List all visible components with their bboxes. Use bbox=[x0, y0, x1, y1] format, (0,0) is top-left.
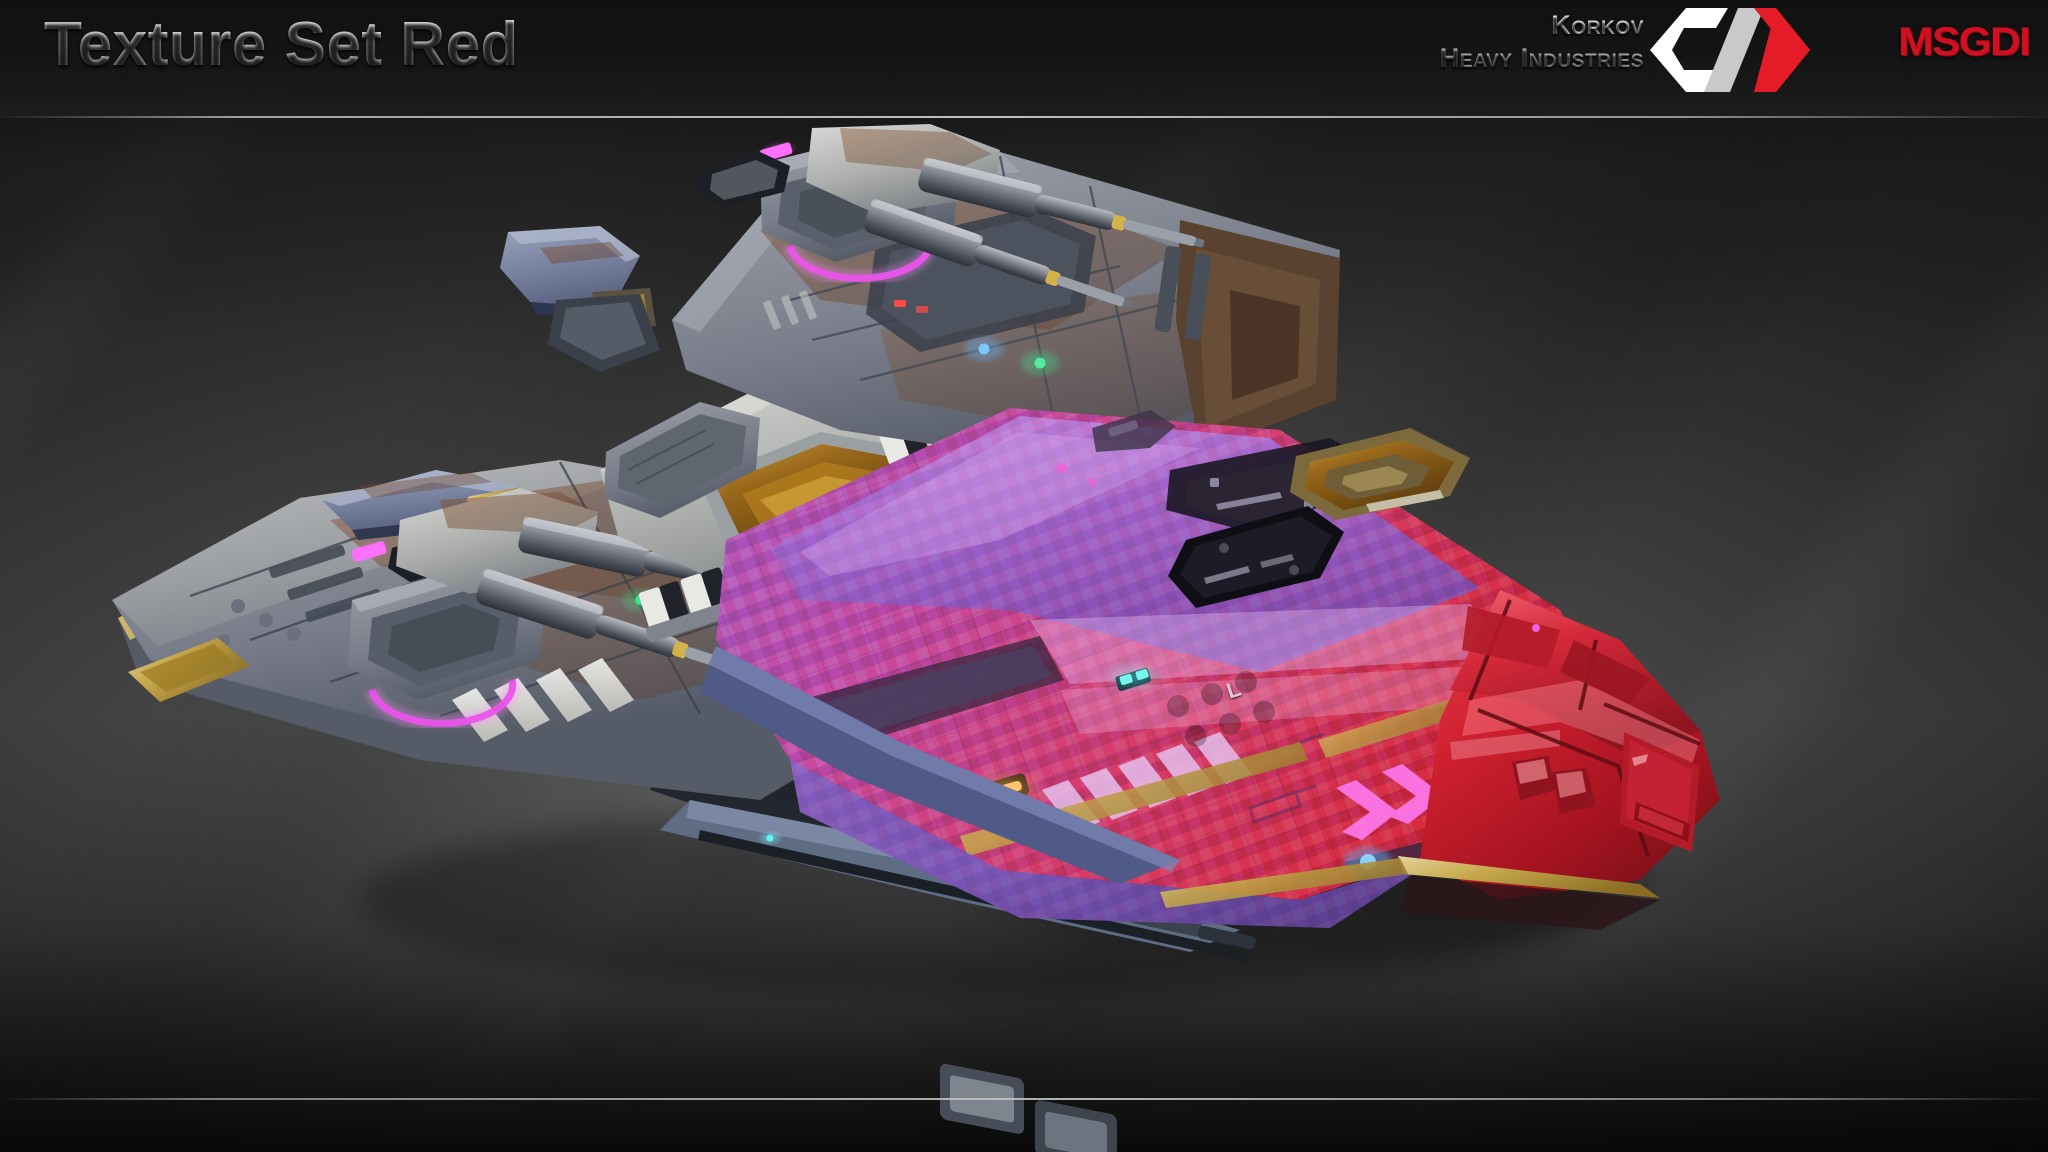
brand-line-1: Korkov bbox=[1551, 10, 1644, 40]
ventral-engine-pods bbox=[940, 1063, 1117, 1152]
nose-hatch-panel bbox=[1620, 732, 1700, 852]
port-turret-barrels bbox=[476, 516, 833, 683]
logo-chevron-shape bbox=[1650, 8, 1728, 92]
header-divider bbox=[0, 116, 2048, 118]
brand-name: Korkov Heavy Industries bbox=[1440, 9, 1644, 75]
status-light-cyan bbox=[1099, 660, 1167, 694]
page-title: Texture Set Red bbox=[44, 10, 519, 79]
brand-line-2: Heavy Industries bbox=[1439, 42, 1644, 73]
port-wing-turret bbox=[345, 488, 833, 732]
footer-divider bbox=[0, 1098, 2048, 1100]
fore-deck-greebles bbox=[1057, 410, 1176, 486]
logo-slash-shape bbox=[1704, 8, 1764, 92]
main-hull-red-texture-set bbox=[700, 408, 1620, 928]
port-cargo-hatch bbox=[128, 638, 250, 702]
dorsal-turret-barrels bbox=[864, 157, 1205, 309]
dorsal-turret bbox=[698, 124, 1205, 309]
nose-cone bbox=[1160, 590, 1720, 930]
header-bar: Texture Set Red Korkov Heavy Industries … bbox=[0, 0, 2048, 118]
nav-module bbox=[1290, 428, 1470, 520]
nose-vents bbox=[1512, 756, 1596, 814]
chevron-arrow-marking bbox=[1336, 764, 1444, 840]
dorsal-black-panel bbox=[1168, 506, 1344, 608]
korkov-chevron-slash-diamond-logo bbox=[1642, 6, 1818, 102]
studio-mark: MSGDI bbox=[1898, 20, 2032, 64]
